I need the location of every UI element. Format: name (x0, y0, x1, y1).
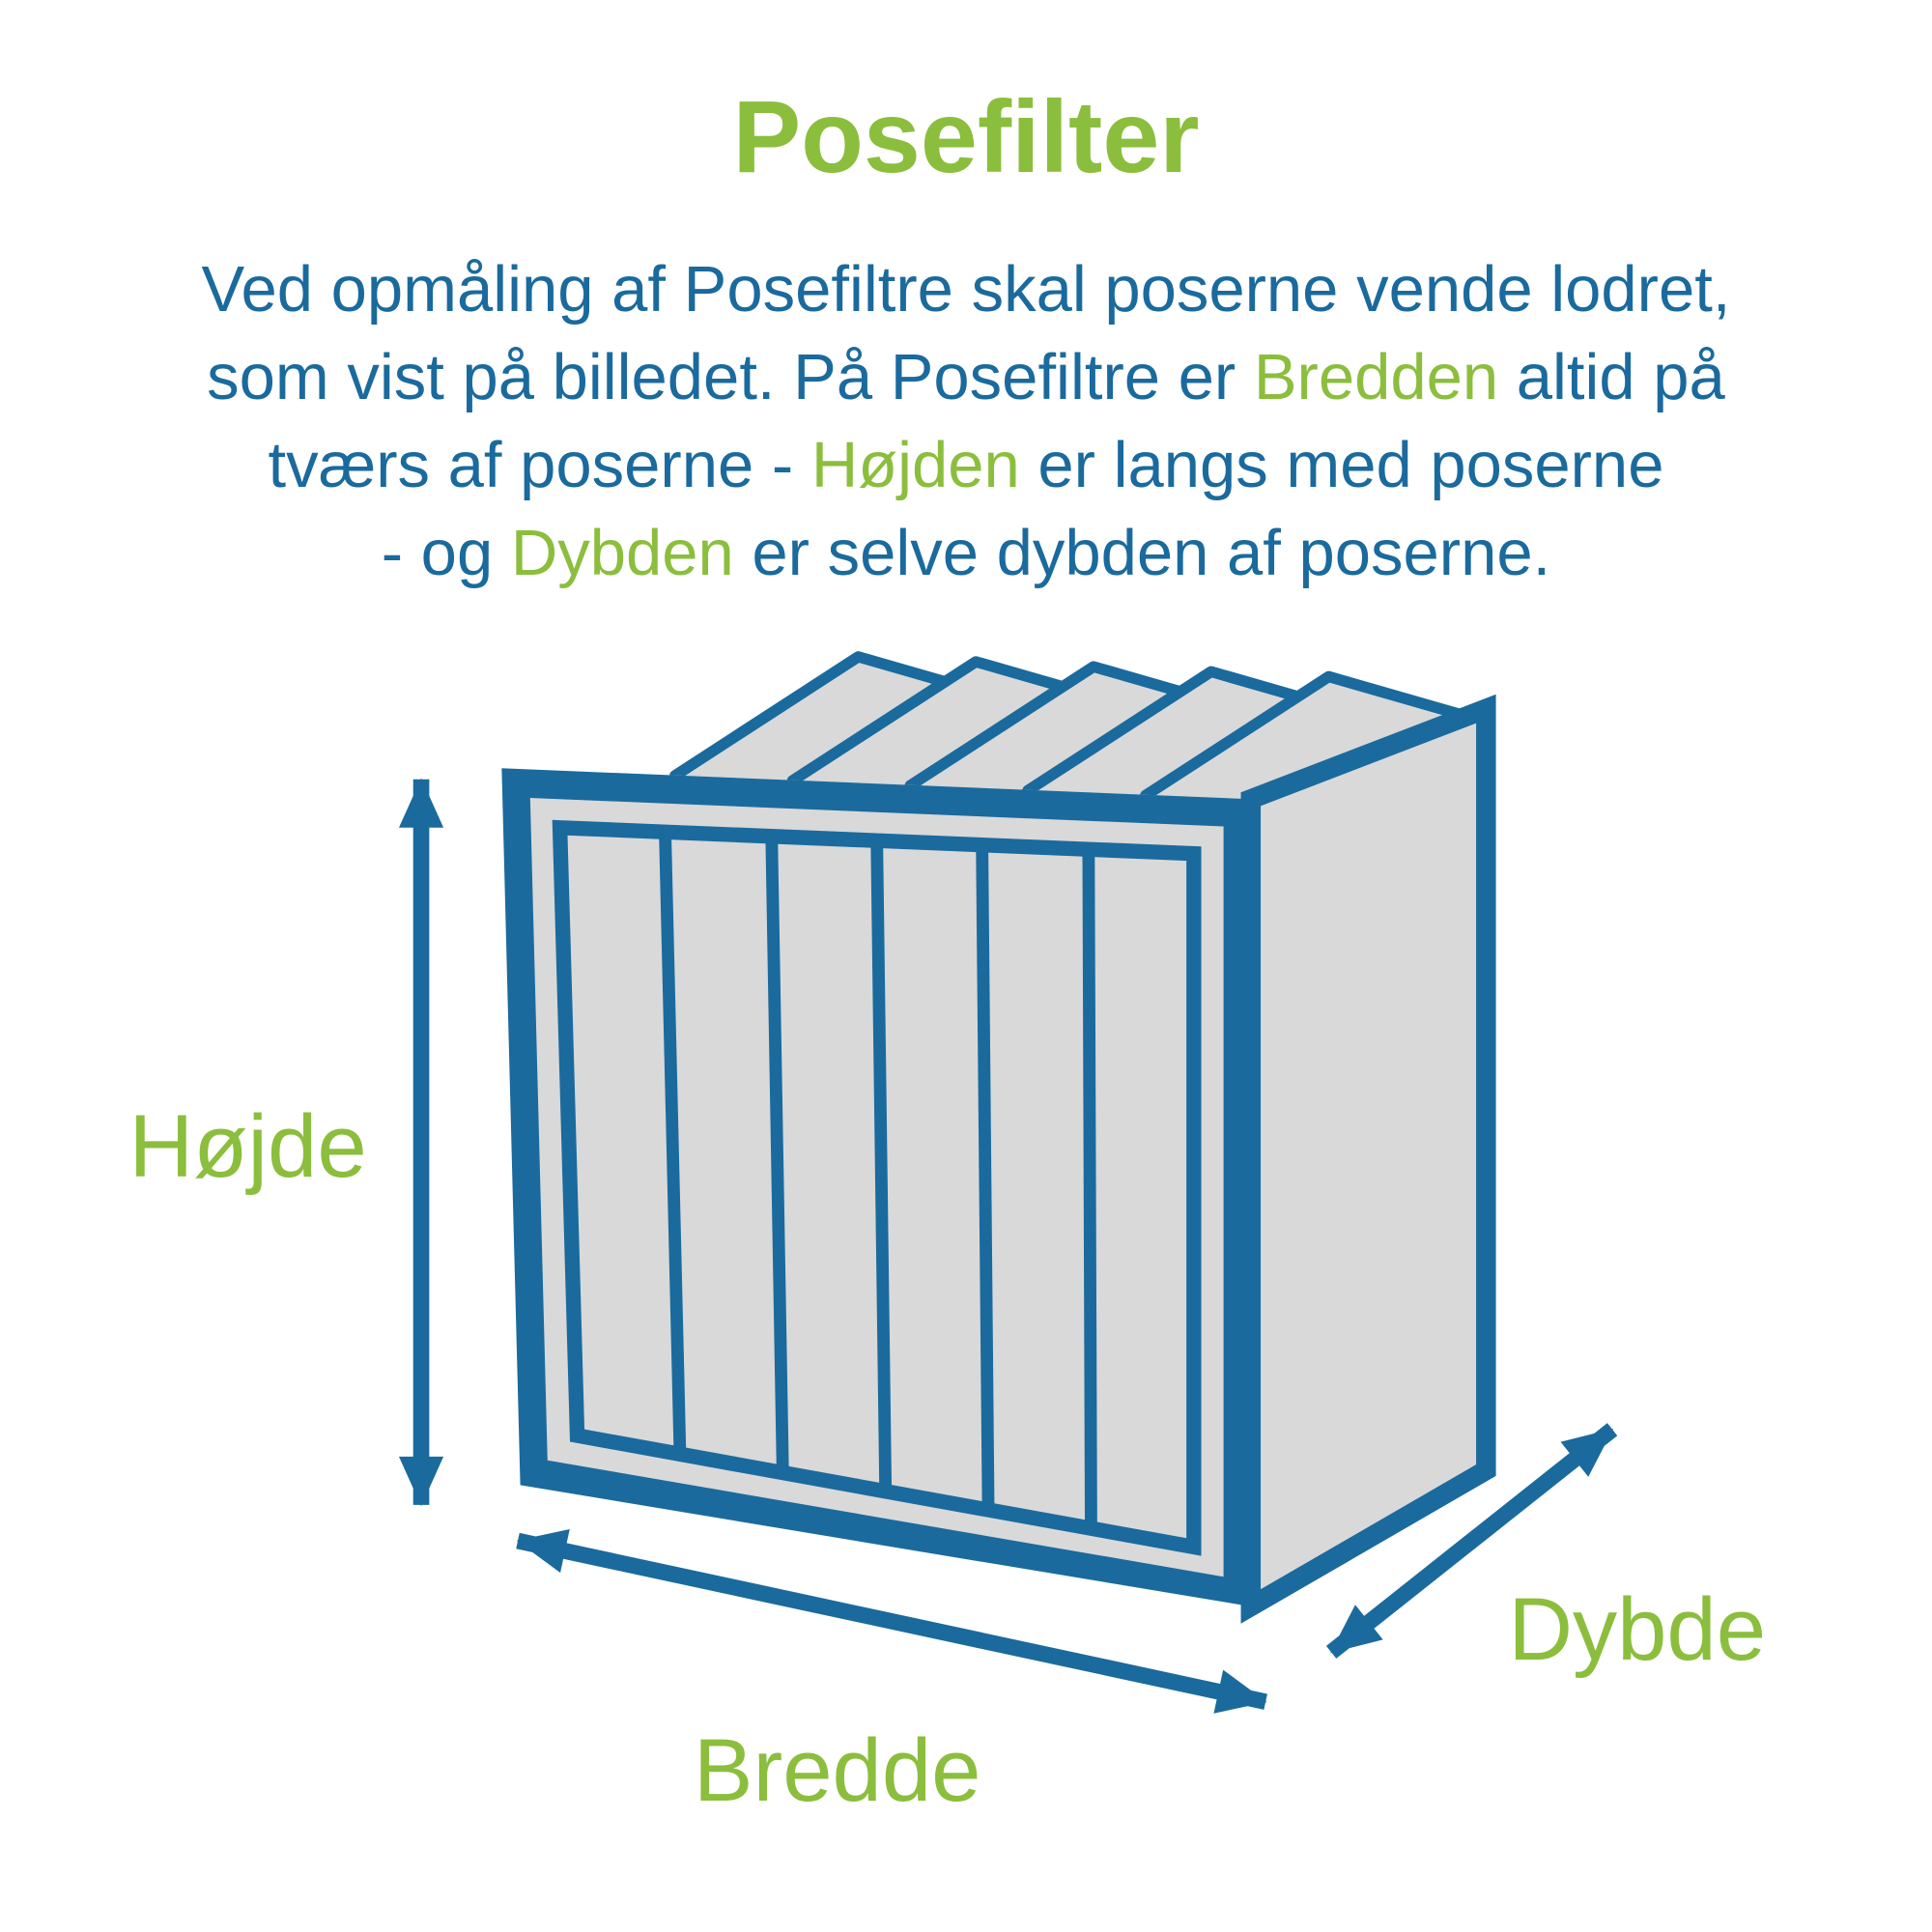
bag-divider (976, 844, 995, 1510)
intro-line3-c: er langs med poserne (1019, 428, 1664, 501)
bag-divider (870, 840, 893, 1492)
intro-line1: Ved opmåling af Posefiltre skal poserne … (201, 252, 1731, 326)
intro-line3-a: tværs af poserne - (268, 428, 811, 501)
width-label: Bredde (694, 1719, 981, 1820)
keyword-bredden: Bredden (1253, 340, 1499, 413)
bag-divider (659, 832, 687, 1455)
height-label: Højde (129, 1095, 367, 1196)
side-panel (1240, 694, 1496, 1624)
intro-paragraph: Ved opmåling af Posefiltre skal poserne … (58, 245, 1874, 597)
depth-label: Dybde (1508, 1578, 1766, 1679)
intro-line2-c: altid på (1498, 340, 1725, 413)
page-title: Posefilter (732, 80, 1200, 194)
bag-divider-lines (659, 832, 1097, 1529)
bag-divider (1082, 849, 1097, 1529)
intro-line4-a: - og (381, 516, 511, 589)
intro-line4-c: er selve dybden af poserne. (733, 516, 1551, 589)
depth-arrow (1325, 1423, 1618, 1659)
intro-line2-a: som vist på billedet. På Posefiltre er (207, 340, 1254, 413)
posefilter-diagram: Højde Bredde Dybde (129, 651, 1766, 1820)
bag-divider (765, 836, 789, 1473)
width-arrow (516, 1528, 1267, 1714)
keyword-dybden: Dybden (510, 516, 734, 589)
keyword-hojden: Højden (810, 428, 1020, 501)
front-frame (501, 768, 1251, 1606)
